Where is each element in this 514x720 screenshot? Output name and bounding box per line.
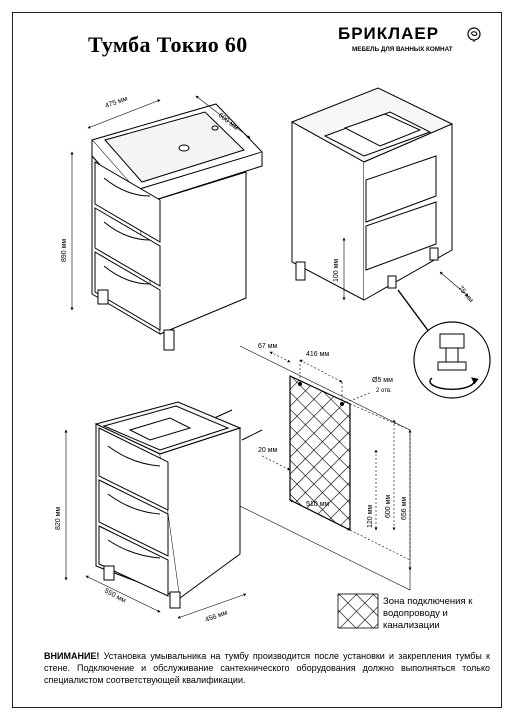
dim-hole-diameter: Ø5 мм	[372, 377, 393, 384]
cabinet-body-view	[94, 401, 242, 609]
dim-leg-offset: 75 мм	[456, 285, 474, 304]
page-frame	[12, 12, 502, 708]
brand-name: БРИКЛАЕР	[338, 24, 440, 43]
brand-tagline: МЕБЕЛЬ ДЛЯ ВАННЫХ КОМНАТ	[352, 46, 453, 53]
dim-hole-count: 2 отв.	[376, 388, 392, 394]
dim-zone-width: 510 мм	[306, 501, 329, 508]
open-cabinet-view	[290, 87, 454, 301]
dim-body-width: 456 мм	[204, 609, 228, 624]
dim-zone-bottom: 120 мм	[367, 505, 374, 528]
hatch-swatch-icon	[337, 593, 379, 629]
dimension-lines-view4	[64, 429, 247, 619]
dim-height-total: 890 мм	[61, 239, 68, 262]
warning-notice: ВНИМАНИЕ! Установка умывальника на тумбу…	[44, 650, 490, 686]
dim-offset-67: 67 мм	[258, 343, 278, 350]
page-title: Тумба Токио 60	[88, 32, 248, 57]
warning-body: Установка умывальника на тумбу производи…	[44, 651, 490, 685]
dimension-lines-view1	[70, 95, 251, 311]
warning-lead: ВНИМАНИЕ!	[44, 651, 100, 661]
rose-icon	[467, 27, 481, 42]
rotate-arrow-icon	[429, 377, 479, 391]
dim-depth-top: 475 мм	[104, 95, 128, 110]
brand-logo: БРИКЛАЕР МЕБЕЛЬ ДЛЯ ВАННЫХ КОМНАТ	[338, 24, 492, 58]
legend-label: Зона подключения к водопроводу и канализ…	[383, 596, 473, 631]
dim-hole-height: 656 мм	[401, 497, 408, 520]
cabinet-with-basin-view	[91, 103, 263, 351]
leg-adjustment-detail	[413, 321, 491, 399]
dim-body-height: 820 мм	[55, 507, 62, 530]
dimension-lines-view3	[261, 351, 412, 571]
dim-zone-height: 600 мм	[385, 495, 392, 518]
dim-offset-416: 416 мм	[306, 351, 329, 358]
dim-offset-20: 20 мм	[258, 447, 278, 454]
dim-leg-height: 100 мм	[333, 259, 340, 282]
